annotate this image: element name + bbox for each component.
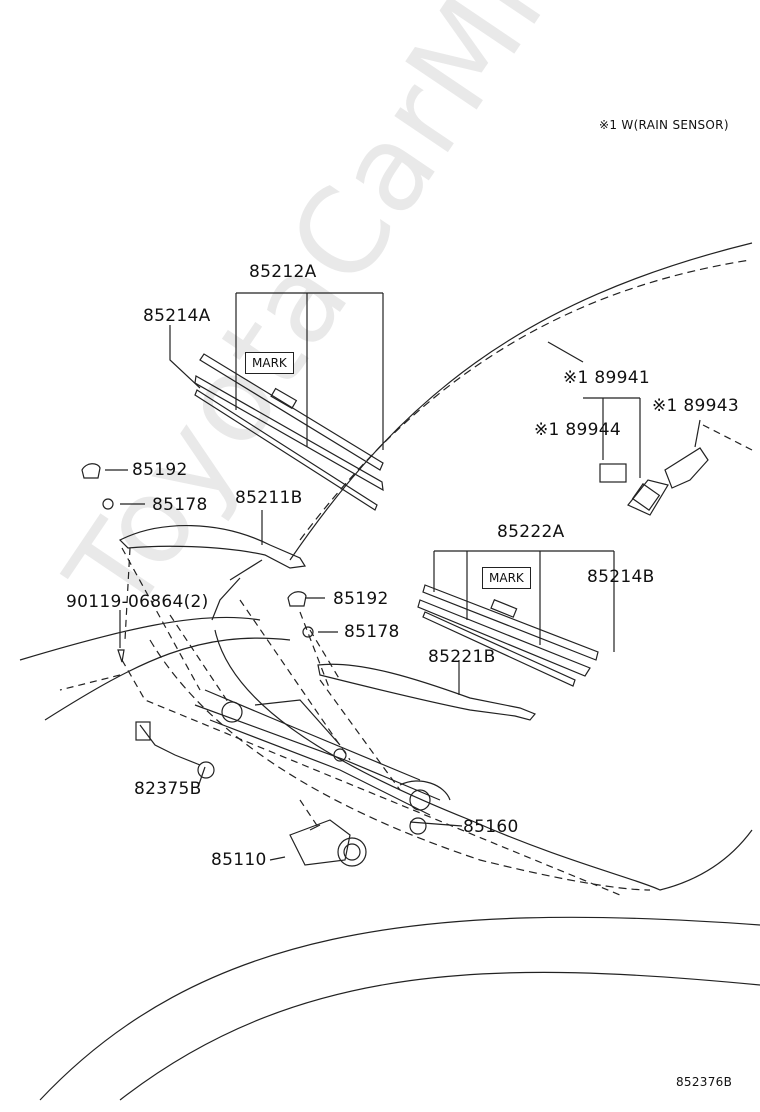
- fender-curve: [214, 629, 753, 891]
- wiper-linkage: [194, 689, 451, 835]
- part-label-82375B: 82375B: [134, 779, 202, 799]
- driver-wiper-arm: [118, 524, 307, 621]
- passenger-wiper-blade: [417, 584, 599, 687]
- driver-wiper-blade: [194, 353, 384, 511]
- part-label-85178-right: 85178: [344, 622, 400, 642]
- hood-line: [39, 916, 760, 1101]
- part-label-85214A: 85214A: [143, 306, 211, 326]
- part-label-90119-06864: 90119-06864(2): [66, 592, 209, 612]
- part-label-85222A: 85222A: [497, 522, 565, 542]
- cowl-line: [19, 616, 261, 661]
- windshield-outline-dash: [299, 259, 751, 541]
- rain-sensor-cover-89943: [664, 419, 709, 489]
- cap-85192-left: [81, 463, 101, 479]
- bolt-90119: [117, 649, 125, 663]
- part-label-85192-left: 85192: [132, 460, 188, 480]
- cowl-line-2: [44, 637, 291, 721]
- passenger-wiper-arm: [317, 660, 536, 721]
- part-label-85178-left: 85178: [152, 495, 208, 515]
- part-label-85221B: 85221B: [428, 647, 496, 667]
- fender-dash: [149, 639, 651, 891]
- rain-sensor-89941: [627, 479, 669, 516]
- part-label-85212A: 85212A: [249, 262, 317, 282]
- rain-sensor-89944: [599, 463, 627, 483]
- part-label-85192-right: 85192: [333, 589, 389, 609]
- part-label-85214B: 85214B: [587, 567, 655, 587]
- rain-sensor-note: ※1 W(RAIN SENSOR): [599, 118, 729, 132]
- hood-line-2: [119, 971, 760, 1101]
- part-label-85211B: 85211B: [235, 488, 303, 508]
- mark-label-left: MARK: [245, 352, 294, 374]
- part-label-85160: 85160: [463, 817, 519, 837]
- part-label-89941: ※1 89941: [563, 368, 650, 388]
- windshield-outline: [289, 242, 753, 561]
- part-label-85110: 85110: [211, 850, 267, 870]
- drawing-number: 852376B: [676, 1075, 733, 1089]
- cap-85192-right: [287, 591, 307, 607]
- connector-82375B: [135, 721, 215, 779]
- nut-85178-left: [102, 498, 114, 510]
- mark-label-right: MARK: [482, 567, 531, 589]
- wiper-motor: [289, 819, 367, 867]
- part-label-89944: ※1 89944: [534, 420, 621, 440]
- part-label-89943: ※1 89943: [652, 396, 739, 416]
- nut-85178-right: [302, 626, 314, 638]
